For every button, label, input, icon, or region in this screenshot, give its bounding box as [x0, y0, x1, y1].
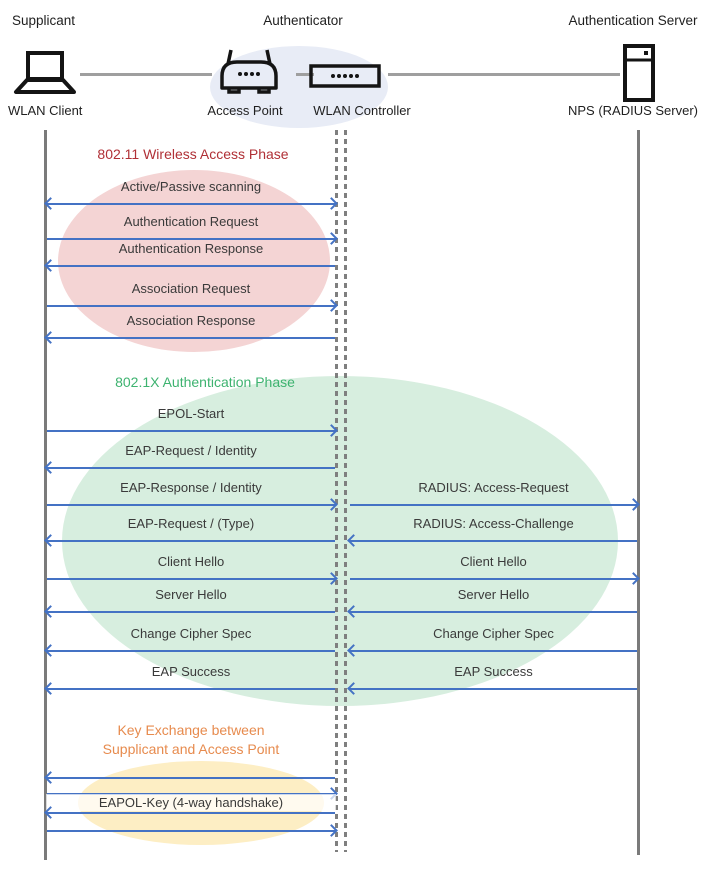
msg-label: Association Response: [126, 313, 256, 328]
msg-auth-response: Authentication Response: [44, 241, 336, 272]
msg-label: EAP Success: [151, 664, 231, 679]
msg-label: Association Request: [131, 281, 251, 296]
msg-scanning: Active/Passive scanning: [44, 179, 338, 210]
msg-label: EAP Success: [454, 664, 533, 679]
left-arrow: [44, 644, 336, 657]
left-arrow: [347, 644, 638, 657]
lifeline-auth-server: [637, 130, 640, 855]
link-controller-server: [388, 73, 620, 76]
right-arrow: [46, 232, 338, 245]
msg-label: Authentication Response: [118, 241, 264, 256]
msg-client-hello-right: Client Hello: [349, 554, 640, 585]
link-ap-controller: [296, 73, 314, 76]
msg-eap-response-identity: EAP-Response / Identity: [46, 480, 338, 511]
phase2-title: 802.1X Authentication Phase: [115, 374, 295, 390]
left-arrow: [44, 331, 336, 344]
msg-label: Server Hello: [155, 587, 227, 602]
msg-eap-request-identity: EAP-Request / Identity: [44, 443, 336, 474]
left-arrow: [347, 534, 638, 547]
msg-epol-start: EPOL-Start: [46, 406, 338, 437]
msg-label: Change Cipher Spec: [130, 626, 252, 641]
msg-server-hello-right: Server Hello: [347, 587, 638, 618]
link-client-ap: [80, 73, 212, 76]
right-arrow: [46, 299, 338, 312]
msg-label: RADIUS: Access-Request: [418, 480, 569, 495]
msg-label: Active/Passive scanning: [120, 179, 262, 194]
access-point-icon: [219, 48, 279, 96]
msg-server-hello-left: Server Hello: [44, 587, 336, 618]
msg-change-cipher-left: Change Cipher Spec: [44, 626, 336, 657]
eapol-key-arrow-1: [44, 771, 336, 784]
lifeline-supplicant: [44, 130, 47, 860]
phase1-ellipse: [58, 170, 330, 352]
msg-label: Change Cipher Spec: [433, 626, 554, 641]
msg-label: EAP-Response / Identity: [120, 480, 262, 495]
role-auth-server: Authentication Server: [568, 13, 698, 28]
msg-eap-success-left: EAP Success: [44, 664, 336, 695]
left-arrow: [44, 259, 336, 272]
both-arrow: [44, 197, 338, 210]
msg-label: RADIUS: Access-Challenge: [413, 516, 574, 531]
phase3-title-line1: Key Exchange between: [117, 722, 265, 738]
msg-label: Authentication Request: [123, 214, 259, 229]
role-supplicant: Supplicant: [12, 13, 76, 28]
msg-radius-access-challenge: RADIUS: Access-Challenge: [347, 516, 638, 547]
lifeline-authenticator-dash-1: [335, 130, 338, 852]
msg-eap-success-right: EAP Success: [347, 664, 638, 695]
msg-label: Client Hello: [157, 554, 225, 569]
phase3-title: Key Exchange between Supplicant and Acce…: [46, 721, 336, 759]
role-authenticator: Authenticator: [263, 13, 343, 28]
right-arrow: [349, 572, 640, 585]
msg-change-cipher-right: Change Cipher Spec: [347, 626, 638, 657]
right-arrow: [46, 572, 338, 585]
eapol-key-arrow-3: [44, 806, 336, 819]
eapol-key-label: EAPOL-Key (4-way handshake): [46, 794, 336, 811]
msg-label: EAP-Request / (Type): [127, 516, 255, 531]
lifeline-authenticator-dash-2: [344, 130, 347, 852]
msg-eap-request-type: EAP-Request / (Type): [44, 516, 336, 547]
phase3-title-line2: Supplicant and Access Point: [102, 741, 280, 757]
label-nps-radius: NPS (RADIUS Server): [567, 103, 699, 118]
msg-label: Client Hello: [460, 554, 527, 569]
msg-label: EAP-Request / Identity: [125, 443, 257, 458]
msg-assoc-response: Association Response: [44, 313, 336, 344]
msg-assoc-request: Association Request: [46, 281, 338, 312]
label-wlan-client: WLAN Client: [8, 103, 83, 118]
server-icon: [622, 44, 656, 102]
msg-label: Server Hello: [457, 587, 530, 602]
msg-client-hello-left: Client Hello: [46, 554, 338, 585]
left-arrow: [44, 682, 336, 695]
eapol-key-arrow-4: [46, 824, 338, 837]
msg-label: EPOL-Start: [157, 406, 225, 421]
wlan-controller-icon: [309, 64, 381, 88]
right-arrow: [349, 498, 640, 511]
left-arrow: [347, 682, 638, 695]
left-arrow: [44, 605, 336, 618]
label-wlan-controller: WLAN Controller: [313, 103, 411, 118]
laptop-icon: [12, 50, 78, 96]
left-arrow: [44, 461, 336, 474]
msg-auth-request: Authentication Request: [46, 214, 338, 245]
left-arrow: [44, 534, 336, 547]
right-arrow: [46, 424, 338, 437]
eapol-key-arrow-2: [46, 787, 338, 800]
label-access-point: Access Point: [207, 103, 283, 118]
phase1-title: 802.11 Wireless Access Phase: [97, 146, 289, 162]
msg-radius-access-request: RADIUS: Access-Request: [349, 480, 640, 511]
left-arrow: [347, 605, 638, 618]
right-arrow: [46, 498, 338, 511]
